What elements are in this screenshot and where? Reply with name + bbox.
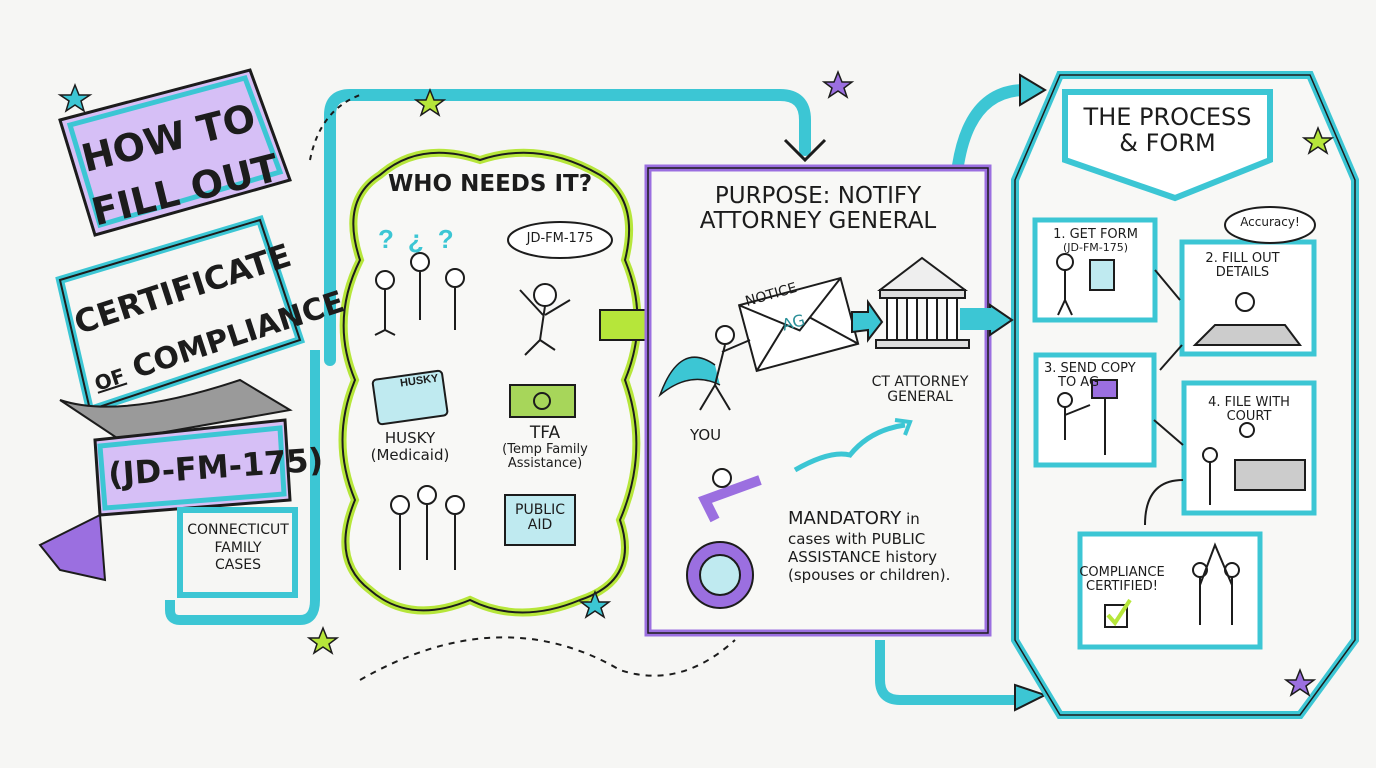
husky-subtitle: (Medicaid) bbox=[370, 445, 450, 464]
entry-arrow bbox=[989, 303, 1014, 337]
scope-box bbox=[177, 507, 298, 598]
mandatory-line: cases with PUBLIC bbox=[788, 529, 926, 548]
step-4-box bbox=[1181, 380, 1317, 516]
step-3-box bbox=[1033, 352, 1157, 468]
mandatory-note: MANDATORY in cases with PUBLIC ASSISTANC… bbox=[788, 508, 950, 584]
process-heading: THE PROCESS & FORM bbox=[1065, 104, 1270, 157]
step-label-line: 1. GET FORM bbox=[1053, 227, 1138, 242]
result-label: COMPLIANCE CERTIFIED! bbox=[1062, 565, 1182, 595]
step-label-line: 3. SEND COPY bbox=[1044, 361, 1136, 376]
process-heading-line: THE PROCESS bbox=[1083, 103, 1252, 131]
money-icon bbox=[509, 384, 576, 418]
result-line: CERTIFIED! bbox=[1086, 579, 1158, 595]
scope-label: CONNECTICUT FAMILY CASES bbox=[182, 522, 294, 575]
who-needs-it-heading: WHO NEEDS IT? bbox=[387, 171, 593, 197]
unicycle-figure-icon bbox=[686, 468, 762, 609]
public-aid-box bbox=[504, 494, 576, 546]
step-1-label: 1. GET FORM (JD-FM-175) bbox=[1038, 227, 1153, 255]
tfa-title: TFA bbox=[529, 423, 561, 443]
mandatory-bold: MANDATORY bbox=[788, 508, 902, 529]
scope-line: CONNECTICUT bbox=[187, 522, 289, 538]
star-decorations bbox=[57, 69, 1335, 697]
result-box bbox=[1077, 531, 1263, 650]
bottom-flow-arrow bbox=[875, 640, 1020, 705]
thought-bubble-text: JD-FM-175 bbox=[526, 231, 594, 246]
confused-people-icon bbox=[374, 252, 465, 570]
step-label-line: DETAILS bbox=[1215, 265, 1270, 281]
step-label-line: (JD-FM-175) bbox=[1062, 241, 1129, 255]
process-title-tab bbox=[1062, 89, 1273, 202]
left-flow-arrow bbox=[165, 350, 320, 625]
question-marks-icon: ?¿? bbox=[378, 224, 468, 254]
result-line: COMPLIANCE bbox=[1079, 565, 1165, 580]
cape-icon bbox=[658, 356, 721, 398]
accuracy-bubble-text: Accuracy! bbox=[1240, 215, 1300, 229]
husky-label: HUSKY (Medicaid) bbox=[360, 430, 460, 463]
public-aid-line: PUBLIC bbox=[515, 502, 565, 518]
step-label-line: 2. FILL OUT bbox=[1205, 251, 1280, 266]
recipient-line: GENERAL bbox=[887, 389, 953, 406]
sender-label: YOU bbox=[690, 426, 722, 444]
purpose-heading: PURPOSE: NOTIFY ATTORNEY GENERAL bbox=[650, 183, 986, 235]
checkmark-icon bbox=[1106, 598, 1132, 627]
tfa-subtitle: Assistance) bbox=[507, 455, 583, 471]
dashed-path bbox=[359, 636, 736, 681]
recipient-line: CT ATTORNEY bbox=[871, 374, 969, 390]
recipient-label: CT ATTORNEY GENERAL bbox=[865, 374, 975, 406]
mandatory-line: ASSISTANCE history bbox=[788, 547, 938, 566]
scope-line: FAMILY bbox=[214, 539, 262, 556]
purpose-heading-line: PURPOSE: NOTIFY bbox=[714, 183, 922, 209]
step-4-label: 4. FILE WITH COURT bbox=[1186, 395, 1312, 425]
you-figure-icon bbox=[699, 325, 751, 411]
public-aid-label: PUBLIC AID bbox=[505, 502, 575, 534]
step-label-line: 4. FILE WITH bbox=[1208, 395, 1290, 410]
scope-line: CASES bbox=[215, 557, 261, 573]
step-2-label: 2. FILL OUT DETAILS bbox=[1185, 251, 1300, 281]
thought-bubble-jd bbox=[507, 221, 613, 259]
mandatory-line: in bbox=[901, 510, 920, 528]
public-aid-line: AID bbox=[527, 517, 553, 534]
envelope-icon bbox=[737, 276, 860, 373]
top-flow-arrow bbox=[324, 89, 811, 366]
happy-person-icon bbox=[519, 283, 571, 356]
step-arrows bbox=[1144, 269, 1184, 526]
mandatory-line: (spouses or children). bbox=[788, 565, 951, 584]
curly-arrow bbox=[793, 422, 906, 473]
accuracy-bubble bbox=[1224, 206, 1316, 244]
husky-title: HUSKY bbox=[384, 429, 436, 447]
step-label-line: COURT bbox=[1226, 409, 1272, 425]
tfa-label: TFA (Temp Family Assistance) bbox=[490, 424, 600, 471]
step-figures-icon bbox=[1056, 253, 1306, 628]
step-label-line: TO AG bbox=[1058, 375, 1100, 391]
process-heading-line: & FORM bbox=[1119, 129, 1216, 158]
husky-card-icon bbox=[371, 369, 449, 426]
courthouse-icon bbox=[875, 256, 970, 349]
small-arrow-to-ag bbox=[851, 298, 884, 343]
purpose-heading-line: ATTORNEY GENERAL bbox=[699, 208, 937, 235]
step-3-label: 3. SEND COPY TO AG bbox=[1038, 361, 1158, 391]
tfa-subtitle: (Temp Family bbox=[502, 441, 588, 457]
